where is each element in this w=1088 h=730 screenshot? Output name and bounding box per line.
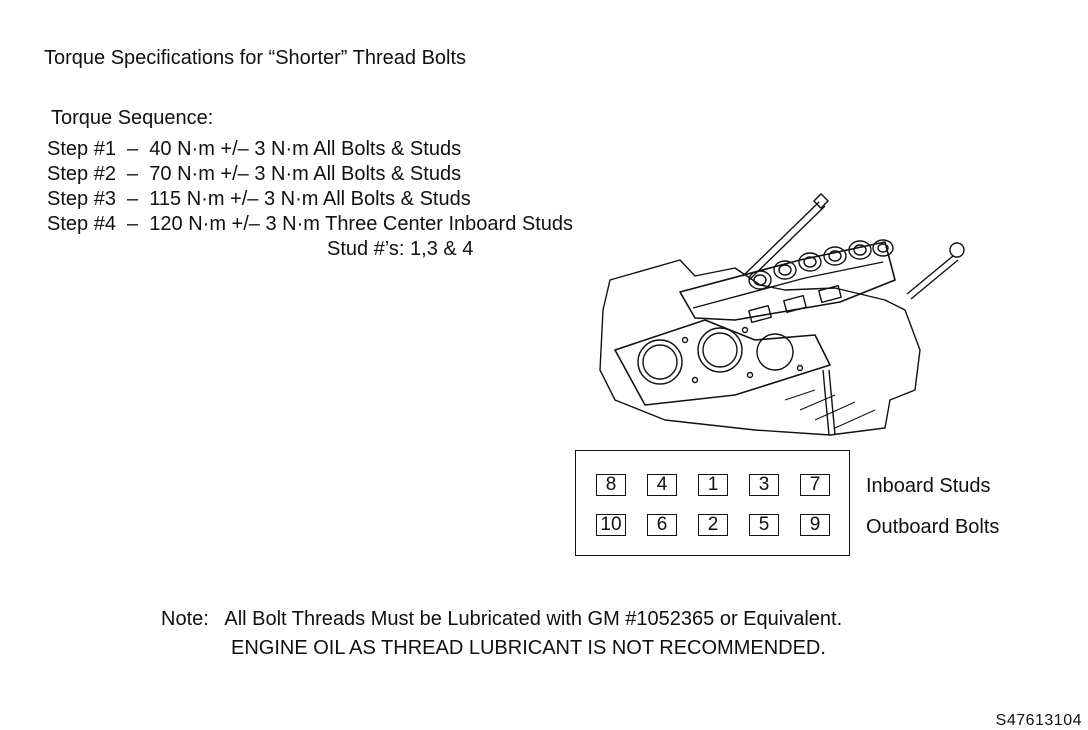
stud-numbers-note: Stud #’s: 1,3 & 4 xyxy=(327,238,474,260)
step-3: Step #3 – 115 N·m +/– 3 N·m All Bolts & … xyxy=(47,188,471,210)
valve-springs xyxy=(748,239,894,290)
long-stud-right xyxy=(906,242,965,300)
bolt-sequence-legend: 8 4 1 3 7 10 6 2 5 9 xyxy=(575,450,850,556)
sequence-heading: Torque Sequence: xyxy=(51,107,214,129)
inboard-stud-1: 1 xyxy=(698,474,728,496)
inboard-stud-3: 3 xyxy=(749,474,779,496)
inboard-stud-4: 4 xyxy=(647,474,677,496)
inboard-stud-8: 8 xyxy=(596,474,626,496)
step-2: Step #2 – 70 N·m +/– 3 N·m All Bolts & S… xyxy=(47,163,462,185)
long-stud-left xyxy=(742,193,829,281)
step-1: Step #1 – 40 N·m +/– 3 N·m All Bolts & S… xyxy=(47,138,462,160)
outboard-bolt-5: 5 xyxy=(749,514,779,536)
outboard-bolt-2: 2 xyxy=(698,514,728,536)
step-4: Step #4 – 120 N·m +/– 3 N·m Three Center… xyxy=(47,213,574,235)
outboard-bolt-6: 6 xyxy=(647,514,677,536)
outboard-bolt-10: 10 xyxy=(596,514,626,536)
figure-code: S47613104 xyxy=(995,712,1082,729)
engine-oil-warning: ENGINE OIL AS THREAD LUBRICANT IS NOT RE… xyxy=(231,637,826,659)
lubrication-note: Note: All Bolt Threads Must be Lubricate… xyxy=(161,608,843,630)
outboard-bolt-9: 9 xyxy=(800,514,830,536)
inboard-studs-label: Inboard Studs xyxy=(866,475,991,497)
engine-cylinder-head-icon xyxy=(599,193,965,436)
outboard-bolts-label: Outboard Bolts xyxy=(866,516,1000,538)
inboard-stud-7: 7 xyxy=(800,474,830,496)
page-title: Torque Specifications for “Shorter” Thre… xyxy=(44,47,467,69)
